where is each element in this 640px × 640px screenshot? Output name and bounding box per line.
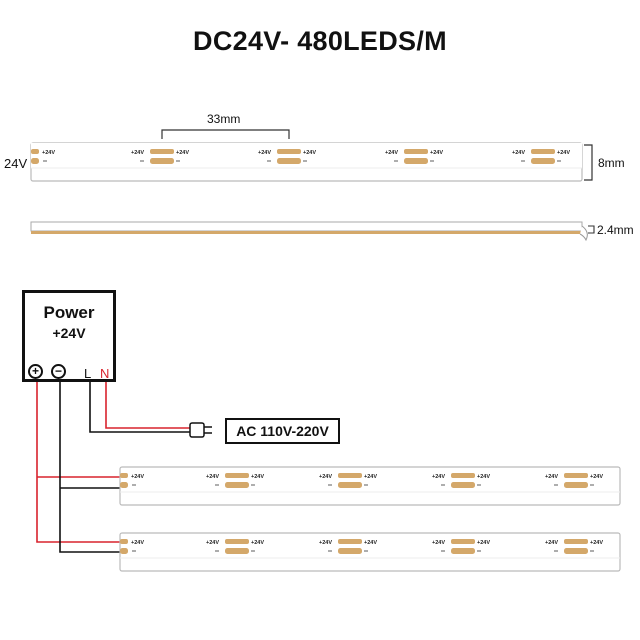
solder-pad-pair: +24V +24V	[319, 473, 377, 488]
segment-voltage-label: +24V	[512, 150, 525, 156]
segment-voltage-label: +24V	[477, 540, 490, 546]
segment-voltage-label: +24V	[319, 540, 332, 546]
negative-wire	[59, 380, 122, 553]
segment-voltage-label: +24V	[206, 474, 219, 480]
power-supply-box: Power +24V	[22, 290, 116, 382]
positive-wire	[36, 380, 122, 543]
segment-voltage-label: +24V	[42, 150, 55, 156]
solder-pad-pair: +24V +24V	[512, 149, 570, 164]
bottom-strip-2: +24V +24V +24V +24V +24V +24V +24V +24V +24V	[119, 532, 621, 572]
diagram-title: DC24V- 480LEDS/M	[193, 26, 447, 56]
neutral-wire	[105, 380, 190, 429]
ac-plug-icon	[189, 422, 212, 438]
segment-voltage-label: +24V	[385, 150, 398, 156]
thickness-dimension-bracket	[588, 225, 595, 234]
solder-pad-pair: +24V +24V	[545, 539, 603, 554]
power-title: Power	[43, 303, 95, 322]
segment-voltage-label: +24V	[251, 474, 264, 480]
top-strip: +24V +24V +24V +24V +24V +24V +24V +24V +24V	[30, 142, 583, 182]
pitch-dimension-bracket	[161, 129, 290, 139]
segment-voltage-label: +24V	[176, 150, 189, 156]
solder-pad-pair: +24V +24V	[206, 473, 264, 488]
live-terminal-label: L	[84, 366, 92, 381]
ac-input-box: AC 110V-220V	[225, 418, 340, 444]
segment-voltage-label: +24V	[251, 540, 264, 546]
solder-pad-pair: +24V +24V	[258, 149, 316, 164]
width-label: 8mm	[598, 156, 625, 170]
segment-voltage-label: +24V	[430, 150, 443, 156]
neutral-terminal-label: N	[100, 366, 110, 381]
bottom-strip-2-pads: +24V +24V +24V +24V +24V +24V +24V +24V +24V	[120, 539, 603, 554]
solder-pad-pair: +24V	[120, 539, 144, 554]
width-dimension-bracket	[584, 144, 593, 181]
input-voltage-label: 24V	[4, 156, 28, 171]
solder-pad-pair: +24V +24V	[432, 473, 490, 488]
bottom-strip-1: +24V +24V +24V +24V +24V +24V +24V +24V +24V	[119, 466, 621, 506]
solder-pad-pair: +24V	[31, 149, 55, 164]
solder-pad-pair: +24V +24V	[385, 149, 443, 164]
power-voltage: +24V	[52, 325, 86, 341]
segment-voltage-label: +24V	[590, 474, 603, 480]
solder-pad-pair: +24V +24V	[319, 539, 377, 554]
segment-voltage-label: +24V	[590, 540, 603, 546]
segment-voltage-label: +24V	[364, 540, 377, 546]
solder-pad-pair: +24V +24V	[131, 149, 189, 164]
solder-pad-pair: +24V +24V	[545, 473, 603, 488]
segment-voltage-label: +24V	[131, 474, 144, 480]
segment-voltage-label: +24V	[319, 474, 332, 480]
top-strip-pads: +24V +24V +24V +24V +24V +24V +24V +24V +24V	[31, 149, 570, 164]
segment-voltage-label: +24V	[303, 150, 316, 156]
wiring	[36, 380, 190, 553]
side-profile-strip	[30, 221, 588, 242]
segment-voltage-label: +24V	[545, 474, 558, 480]
segment-voltage-label: +24V	[545, 540, 558, 546]
pitch-label: 33mm	[207, 112, 241, 126]
solder-pad-pair: +24V +24V	[206, 539, 264, 554]
thickness-label: 2.4mm	[597, 223, 634, 237]
segment-voltage-label: +24V	[432, 474, 445, 480]
positive-terminal: +	[28, 364, 43, 379]
segment-voltage-label: +24V	[557, 150, 570, 156]
segment-voltage-label: +24V	[131, 540, 144, 546]
segment-voltage-label: +24V	[477, 474, 490, 480]
live-wire	[89, 380, 190, 433]
segment-voltage-label: +24V	[206, 540, 219, 546]
segment-voltage-label: +24V	[131, 150, 144, 156]
solder-pad-pair: +24V +24V	[432, 539, 490, 554]
bottom-strip-1-pads: +24V +24V +24V +24V +24V +24V +24V +24V +24V	[120, 473, 603, 488]
negative-terminal: −	[51, 364, 66, 379]
segment-voltage-label: +24V	[364, 474, 377, 480]
segment-voltage-label: +24V	[258, 150, 271, 156]
segment-voltage-label: +24V	[432, 540, 445, 546]
solder-pad-pair: +24V	[120, 473, 144, 488]
